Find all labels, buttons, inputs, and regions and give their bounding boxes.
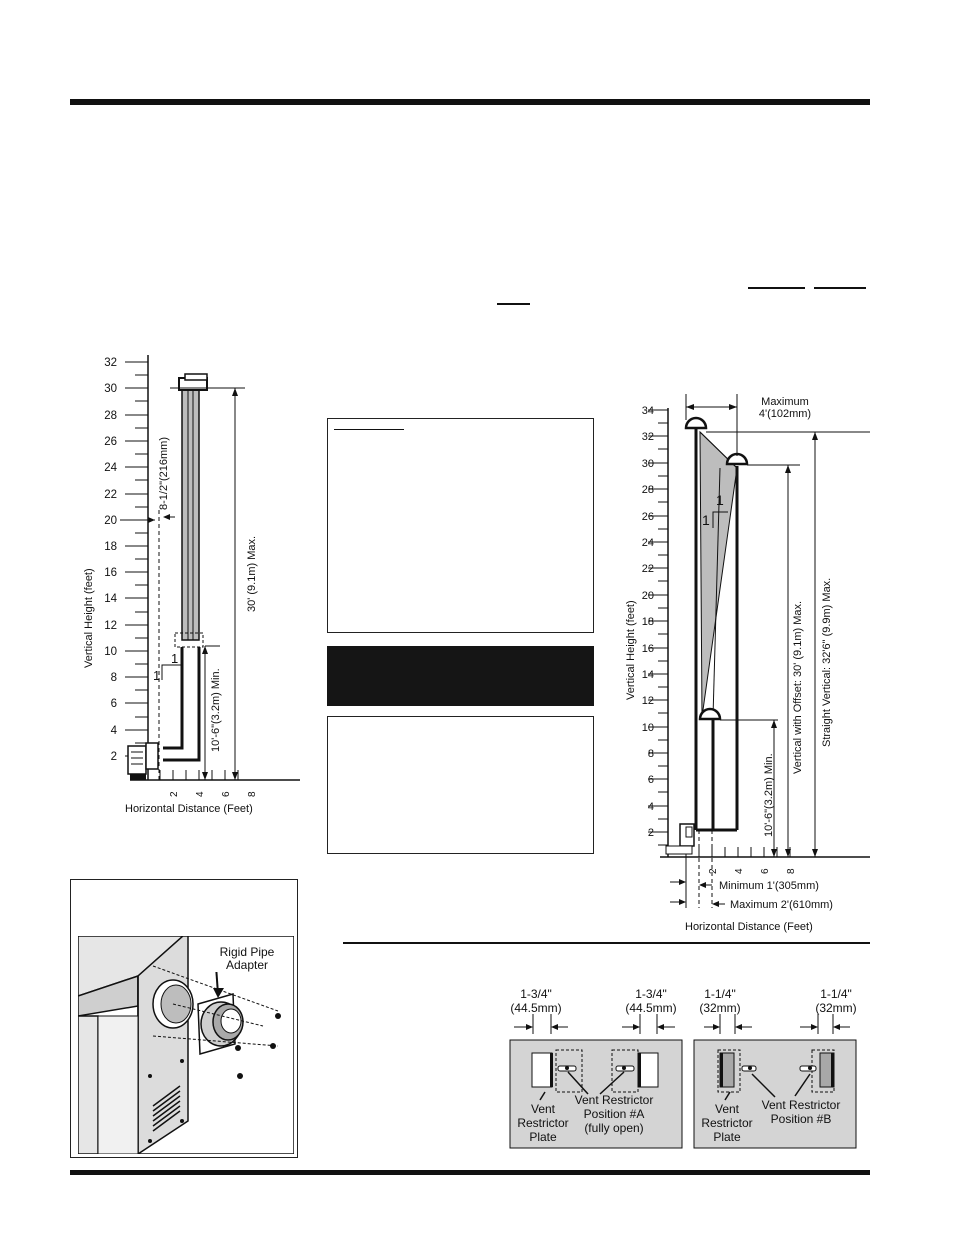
right-minimum-offset: Minimum 1'(305mm) (719, 880, 819, 892)
left-y-tick-20: 20 (104, 515, 117, 527)
left-y-axis-label: Vertical Height (feet) (83, 568, 95, 668)
footer-rule (70, 1170, 870, 1175)
dim-a-right-2: (44.5mm) (625, 1001, 676, 1015)
right-x-tick-6: 6 (760, 868, 771, 874)
plate-b-line3: Plate (713, 1130, 741, 1144)
underline-3 (497, 303, 530, 305)
section-rule (343, 942, 870, 944)
underline-2 (814, 287, 866, 289)
left-x-tick-8: 8 (247, 791, 258, 797)
dim-b-left-1: 1-1/4" (704, 987, 736, 1001)
plate-a-line3: Plate (529, 1130, 557, 1144)
dim-b-right-2: (32mm) (815, 1001, 856, 1015)
adapter-illustration (78, 936, 294, 1154)
right-y-axis-label: Vertical Height (feet) (625, 600, 637, 700)
info-box-top (327, 418, 594, 633)
right-x-tick-2: 2 (708, 868, 719, 874)
right-max-offset-line2: 4'(102mm) (759, 408, 811, 420)
right-y-tick-20: 20 (642, 590, 654, 602)
underline-1 (748, 287, 805, 289)
warning-banner (327, 646, 594, 706)
left-y-tick-26: 26 (104, 436, 117, 448)
right-y-tick-34: 34 (642, 405, 654, 417)
left-y-tick-14: 14 (104, 593, 117, 605)
right-x-tick-4: 4 (734, 868, 745, 874)
dim-b-left-2: (32mm) (699, 1001, 740, 1015)
left-x-tick-4: 4 (195, 791, 206, 797)
plate-b-line2: Restrictor (701, 1116, 752, 1130)
right-y-tick-24: 24 (642, 537, 654, 549)
right-offset-max-dimension: Vertical with Offset: 30' (9.1m) Max. (792, 601, 804, 774)
info-box-bottom (327, 716, 594, 854)
right-y-tick-18: 18 (642, 616, 654, 628)
left-y-tick-16: 16 (104, 567, 117, 579)
header-rule (70, 99, 870, 105)
right-y-tick-12: 12 (642, 695, 654, 707)
left-vent-figure: 2 4 6 8 10 12 14 16 18 20 22 24 26 28 30… (83, 355, 300, 815)
right-y-tick-8: 8 (648, 748, 654, 760)
left-slope-rise: 1 (171, 651, 178, 666)
dim-a-right-1: 1-3/4" (635, 987, 667, 1001)
left-y-tick-22: 22 (104, 489, 117, 501)
right-y-tick-10: 10 (642, 722, 654, 734)
dim-a-left-1: 1-3/4" (520, 987, 552, 1001)
left-slope-run: 1 (153, 668, 160, 683)
right-y-tick-32: 32 (642, 431, 654, 443)
adapter-label: Rigid Pipe Adapter (208, 946, 286, 972)
pos-a-line1: Vent Restrictor (575, 1093, 654, 1107)
left-y-tick-marks (125, 361, 148, 770)
plate-a-line2: Restrictor (517, 1116, 568, 1130)
right-y-tick-16: 16 (642, 643, 654, 655)
left-x-tick-6: 6 (221, 791, 232, 797)
left-y-tick-8: 8 (111, 672, 117, 684)
right-y-tick-6: 6 (648, 774, 654, 786)
left-y-tick-24: 24 (104, 462, 117, 474)
left-x-axis-label: Horizontal Distance (Feet) (125, 803, 253, 815)
left-offset-dimension: 8-1/2"(216mm) (158, 437, 170, 510)
left-x-tick-2: 2 (169, 791, 180, 797)
left-y-tick-30: 30 (104, 383, 117, 395)
right-slope-run: 1 (702, 512, 710, 528)
right-min-dimension: 10'-6"(3.2m) Min. (763, 753, 775, 837)
right-y-tick-26: 26 (642, 511, 654, 523)
left-y-tick-12: 12 (104, 620, 117, 632)
pos-b-line1: Vent Restrictor (762, 1098, 841, 1112)
right-slope-rise: 1 (716, 492, 724, 508)
right-y-tick-2: 2 (648, 827, 654, 839)
right-y-tick-22: 22 (642, 563, 654, 575)
plate-b-line1: Vent (715, 1102, 740, 1116)
right-y-tick-28: 28 (642, 484, 654, 496)
left-y-tick-28: 28 (104, 410, 117, 422)
info-box-title-underline (334, 429, 404, 430)
right-maximum-offset: Maximum 2'(610mm) (730, 899, 833, 911)
right-x-tick-8: 8 (786, 868, 797, 874)
left-max-dimension: 30' (9.1m) Max. (246, 536, 258, 612)
vent-restrictor-figure: 1-3/4" (44.5mm) 1-3/4" (44.5mm) 1-1/4" (… (509, 987, 857, 1149)
left-y-tick-6: 6 (111, 698, 117, 710)
left-y-tick-18: 18 (104, 541, 117, 553)
left-y-tick-4: 4 (111, 725, 118, 737)
right-vent-figure: 2 4 6 8 10 12 14 16 18 20 22 24 26 28 30… (625, 394, 870, 933)
right-y-tick-14: 14 (642, 669, 654, 681)
adapter-label-line2: Adapter (225, 958, 269, 972)
left-y-tick-10: 10 (104, 646, 117, 658)
plate-a-line1: Vent (531, 1102, 556, 1116)
left-y-tick-2: 2 (111, 751, 117, 763)
adapter-figure-frame (70, 879, 298, 1158)
right-y-tick-30: 30 (642, 458, 654, 470)
pos-a-line3: (fully open) (584, 1121, 643, 1135)
right-max-offset-line1: Maximum (761, 396, 809, 408)
left-y-tick-32: 32 (104, 357, 117, 369)
left-min-dimension: 10'-6"(3.2m) Min. (210, 668, 222, 752)
pos-a-line2: Position #A (584, 1107, 645, 1121)
right-straight-max-dimension: Straight Vertical: 32'6" (9.9m) Max. (821, 578, 833, 747)
dim-a-left-2: (44.5mm) (510, 1001, 561, 1015)
right-x-axis-label: Horizontal Distance (Feet) (685, 921, 813, 933)
dim-b-right-1: 1-1/4" (820, 987, 852, 1001)
right-y-tick-4: 4 (648, 801, 654, 813)
adapter-label-line1: Rigid Pipe (219, 945, 275, 959)
pos-b-line2: Position #B (771, 1112, 832, 1126)
